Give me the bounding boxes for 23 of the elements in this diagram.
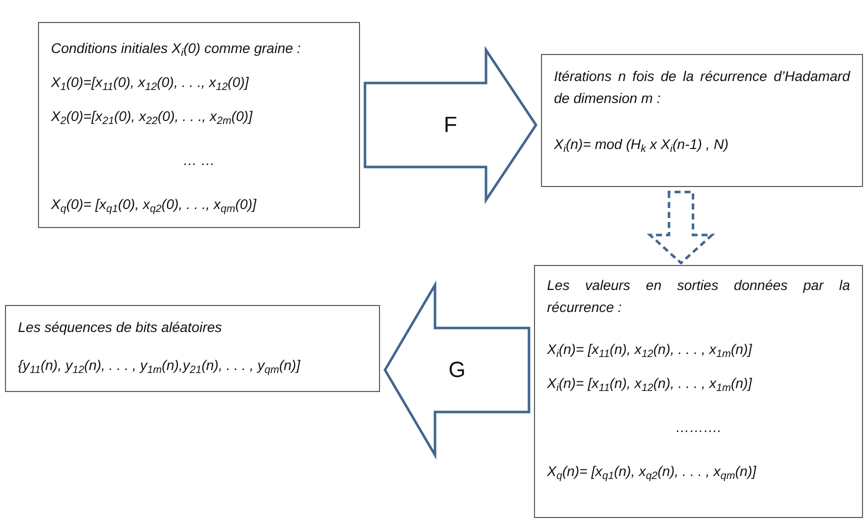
ellipsis-text: ………. [674,418,722,437]
formula-text: X$_{1}$(0)=[x$_{11}$(0), x$_{12}$(0), . . ., x$_{12}$(0)] [51,73,250,93]
text-box [38,22,360,228]
heading-text: Les séquences de bits aléatoires [18,318,223,337]
ellipsis-text: … … [182,151,216,170]
edge-label: F [444,112,458,137]
formula-text: X$_{i}$(n)= [x$_{11}$(n), x$_{12}$(n), . . . , x$_{1m}$(n)] [547,340,754,360]
formula-text: X$_{q}$(0)= [x$_{q1}$(0), x$_{q2}$(0), . . ., x$_{qm}$(0)] [51,195,258,215]
formula-text: X$_{i}$(n)= mod (H$_{k}$ x X$_{i}$(n-1) , N) [554,135,730,155]
formula-text: X$_{2}$(0)=[x$_{21}$(0), x$_{22}$(0), . . ., x$_{2m}$(0)] [51,107,254,127]
heading-text: Conditions initiales X$_{i}$(0) comme graine : [51,39,302,59]
formula-text: {y$_{11}$(n), y$_{12}$(n), . . . , y$_{1m}$(n),y$_{21}$(n), . . . , y$_{qm}$(n)] [18,356,302,376]
block-arrow [384,280,530,460]
heading-text: Les valeurs en sorties données par la récurrence : [547,276,850,317]
heading-text: Itérations n fois de la récurrence d’Hadamard de dimension m : [554,67,850,108]
text-box [541,54,863,187]
edge-label: G [448,357,466,382]
text-box [534,265,863,518]
formula-text: X$_{q}$(n)= [x$_{q1}$(n), x$_{q2}$(n), . . . , x$_{qm}$(n)] [547,462,758,482]
text-box [5,305,380,392]
block-arrow [364,46,538,204]
block-arrow [646,190,716,265]
formula-text: X$_{i}$(n)= [x$_{11}$(n), x$_{12}$(n), . . . , x$_{1m}$(n)] [547,374,754,394]
